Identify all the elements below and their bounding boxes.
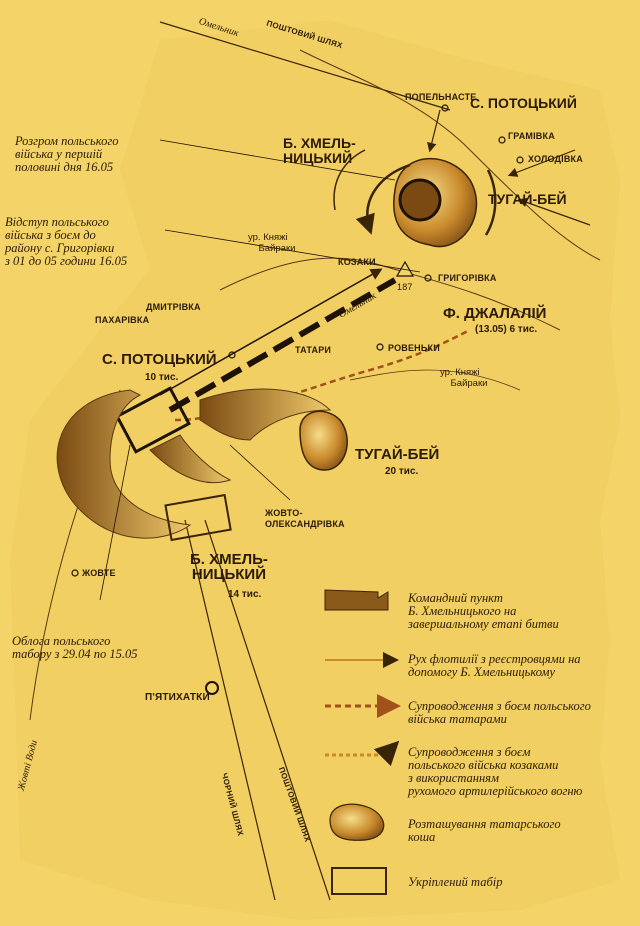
village-zhovte (71, 569, 79, 577)
place-hryhorivka: ГРИГОРІВКА (438, 273, 497, 283)
river-roven (349, 369, 521, 391)
legend-symbols (324, 589, 401, 895)
leader-obloha (99, 444, 131, 601)
legend-fortified-camp: Укріплений табір (408, 875, 503, 889)
place-piatykhatky: П'ЯТИХАТКИ (145, 692, 210, 703)
retreat-arrow (159, 268, 383, 396)
tatar-kosh (299, 410, 348, 471)
commander-tuhai-bottom: ТУГАЙ-БЕЙ (355, 446, 440, 463)
commander-khmel-top: Б. ХМЕЛЬ- НИЦЬКИЙ (283, 135, 356, 166)
tract-kniazhi-1: ур. Княжі Байраки (248, 232, 296, 254)
village-hryhorivka (424, 274, 432, 282)
khmel-arc (333, 149, 366, 211)
village-hramivka (498, 136, 506, 144)
place-zhovto-oleksandrivka: ЖОВТО- ОЛЕКСАНДРІВКА (265, 508, 345, 529)
tract-kniazhi-2: ур. Княжі Байраки (440, 367, 488, 389)
commander-tuhai-top: ТУГАЙ-БЕЙ (488, 191, 567, 207)
river-omelnyk-top (299, 49, 601, 261)
legend-cossack-escort-icon (325, 740, 400, 767)
village-piatykhatky (205, 681, 219, 695)
legend-command-post: Командний пункт Б. Хмельницького на заве… (408, 591, 559, 631)
village-roven (376, 343, 384, 351)
legend-tatar-escort: Супроводження з боєм польського війська … (408, 699, 591, 726)
khmel-encirclement-arc (56, 389, 192, 539)
commander-potocki-top: С. ПОТОЦЬКИЙ (470, 95, 577, 111)
khmel-attack-arc (149, 434, 232, 484)
fortified-camp-south (164, 493, 232, 542)
place-zhovte: ЖОВТЕ (82, 568, 116, 578)
polish-camp-top (398, 178, 442, 222)
leader-vidstup (164, 229, 421, 273)
troops-dzhalalii: (13.05) 6 тис. (475, 324, 538, 335)
tuhai-line (484, 169, 497, 236)
hill-label: 187 (397, 282, 413, 292)
place-tatary: ТАТАРИ (295, 345, 332, 355)
road-chornyi (184, 519, 276, 901)
legend-kosh-icon (329, 803, 385, 841)
place-pakharivka: ПАХАРІВКА (95, 315, 150, 325)
legend-camp-icon (331, 867, 387, 895)
arrow-east (517, 197, 591, 226)
river-omelnyk-mid (219, 257, 561, 331)
place-dmytrivka: ДМИТРІВКА (146, 302, 201, 312)
troops-potocki: 10 тис. (145, 372, 179, 383)
place-hramivka: ГРАМІВКА (508, 131, 555, 141)
arrow-popelnaste (427, 109, 441, 153)
leader-rozhrom (159, 139, 396, 181)
retreat-route (168, 277, 397, 413)
note-rozhrom: Розгром польського війська у першій поло… (15, 134, 119, 174)
road-top (159, 21, 451, 111)
note-obloha: Облога польського табору з 29.04 по 15.0… (12, 634, 138, 661)
legend-cossack-escort: Супроводження з боєм польського війська … (408, 745, 583, 798)
commander-potocki-bottom: С. ПОТОЦЬКИЙ (102, 351, 217, 368)
tatar-escort-line (174, 328, 471, 422)
troops-khmel: 14 тис. (228, 589, 262, 600)
leader-zhovto (229, 444, 291, 501)
commander-khmel-bottom: Б. ХМЕЛЬ- НИЦЬКИЙ (190, 551, 268, 583)
arrow-kholodivka (507, 149, 576, 177)
troops-tuhai: 20 тис. (385, 466, 419, 477)
place-kholodivka: ХОЛОДІВКА (528, 154, 583, 164)
polish-camp-bottom (115, 386, 191, 454)
legend-tatar-kosh: Розташування татарського коша (408, 817, 561, 844)
parchment-shade (10, 20, 620, 920)
legend-command-post-icon (324, 589, 389, 611)
note-vidstup: Відступ польського війська з боєм до рай… (5, 215, 128, 268)
road-poshtovyi (204, 519, 331, 901)
khmel-attack-arrow (355, 163, 411, 235)
village-kholodivka (516, 156, 524, 164)
commander-dzhalalii: Ф. ДЖАЛАЛІЙ (443, 305, 547, 322)
legend-flotilla: Рух флотилії з реєстровцями на допомогу … (408, 652, 581, 679)
place-roven: РОВЕНЬКИ (388, 343, 440, 353)
place-kozaky: КОЗАКИ (338, 257, 376, 267)
place-popelnaste: ПОПЕЛЬНАСТЕ (405, 92, 477, 102)
village-popelnaste (441, 104, 449, 112)
village-dmytrivka (228, 351, 236, 359)
tuhai-attack-arc (199, 388, 332, 441)
